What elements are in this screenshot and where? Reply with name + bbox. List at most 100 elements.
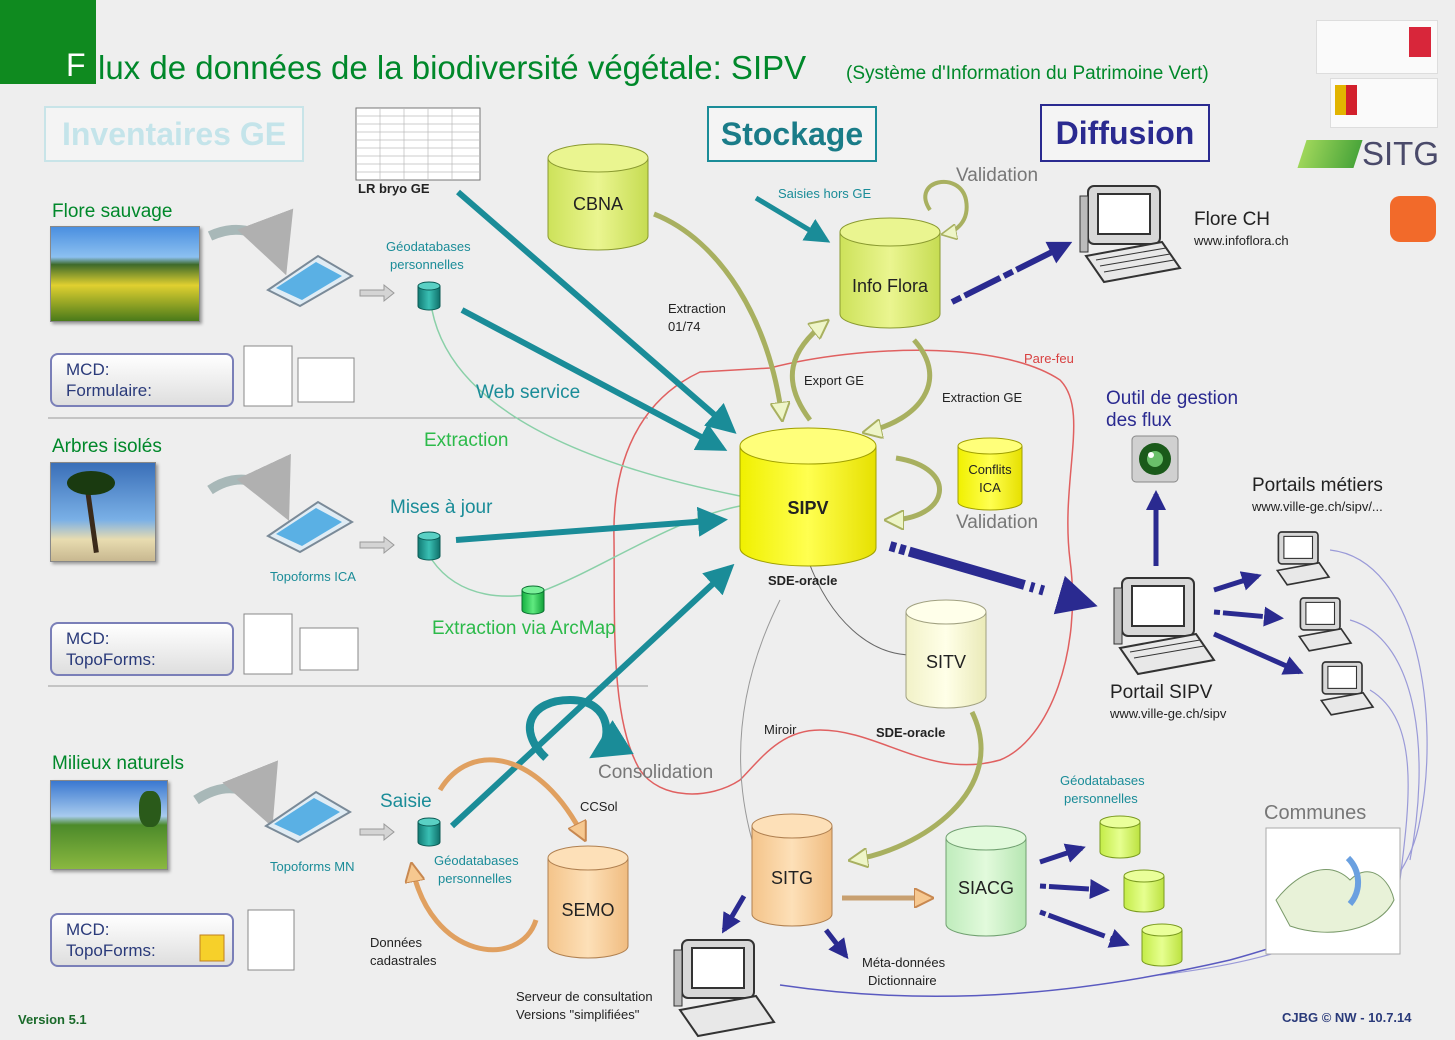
flore-ch-label: Flore CH bbox=[1194, 209, 1271, 230]
arrow-portail-metier-1 bbox=[1213, 571, 1262, 593]
extraction-0174-line1: Extraction bbox=[668, 301, 726, 316]
validation-mid-label: Validation bbox=[956, 512, 1039, 533]
cylinder-infoflora bbox=[839, 217, 941, 329]
section-flore-sauvage: Flore sauvage bbox=[52, 201, 173, 222]
small-green-cylinders bbox=[1099, 815, 1183, 967]
computer-icon-portail-sipv bbox=[1113, 577, 1216, 676]
arrow-mises-a-jour bbox=[455, 506, 728, 543]
header-stockage: Stockage bbox=[707, 106, 877, 162]
arrow-sitv-sitg bbox=[852, 710, 984, 860]
portal-communes-link-3 bbox=[1369, 689, 1409, 881]
photo-flore-sauvage bbox=[50, 226, 200, 322]
flore-ch-url: www.infoflora.ch bbox=[1194, 233, 1289, 248]
conflits-label-2: ICA bbox=[979, 480, 1001, 495]
mises-a-jour-label: Mises à jour bbox=[390, 497, 493, 518]
siacg-label: SIACG bbox=[958, 878, 1014, 898]
arrow-donnees-cadastrales bbox=[412, 866, 539, 953]
outil-line1: Outil de gestion bbox=[1106, 388, 1239, 409]
cylinder-siacg bbox=[945, 825, 1027, 937]
geodb3-line2: personnelles bbox=[1064, 791, 1138, 806]
sipv-label: SIPV bbox=[787, 498, 828, 518]
infoflora-label: Info Flora bbox=[852, 276, 929, 296]
arrow-lrbryo-sipv bbox=[456, 189, 737, 434]
title-corner-block bbox=[0, 0, 96, 84]
consolidation-loop bbox=[525, 695, 634, 761]
arrow-siacg-db2 bbox=[1039, 879, 1110, 900]
title-initial: F bbox=[66, 47, 86, 83]
conflits-label-1: Conflits bbox=[968, 462, 1012, 477]
arrow-cbna-sipv bbox=[653, 211, 782, 418]
meta-donnees-line1: Méta-données bbox=[862, 955, 946, 970]
arrow-saisie-sipv bbox=[449, 563, 735, 829]
outil-line2: des flux bbox=[1106, 410, 1172, 431]
section-milieux-naturels: Milieux naturels bbox=[52, 753, 184, 774]
saisies-hors-ge-label: Saisies hors GE bbox=[778, 186, 872, 201]
credit-label: CJBG © NW - 10.7.14 bbox=[1282, 1010, 1412, 1025]
computer-icons-portails-metiers bbox=[1275, 531, 1375, 716]
miroir-label: Miroir bbox=[764, 722, 797, 737]
sitv-label: SITV bbox=[926, 652, 966, 672]
mcd-topoforms-ica: MCD: TopoForms: bbox=[50, 622, 234, 676]
ville-geneve-logo bbox=[1316, 20, 1438, 74]
sitg-label: SITG bbox=[771, 868, 813, 888]
cylinder-semo bbox=[547, 845, 629, 959]
ccsol-label: CCSol bbox=[580, 799, 618, 814]
saisie-label: Saisie bbox=[380, 791, 432, 812]
mcd-thumbnails bbox=[199, 345, 359, 971]
grey-arrows bbox=[359, 283, 395, 842]
export-ge-label: Export GE bbox=[804, 373, 864, 388]
geodb3-line1: Géodatabases bbox=[1060, 773, 1145, 788]
sde-oracle-2-label: SDE-oracle bbox=[876, 725, 946, 740]
curved-grey-arrows bbox=[193, 208, 294, 828]
header-diffusion: Diffusion bbox=[1040, 104, 1210, 162]
validation-top-label: Validation bbox=[956, 165, 1039, 186]
version-label: Version 5.1 bbox=[18, 1012, 87, 1027]
acg-logo bbox=[1390, 196, 1436, 242]
consolidation-label: Consolidation bbox=[598, 762, 714, 783]
arrow-ccsol bbox=[437, 757, 584, 838]
geodb1-line1: Géodatabases bbox=[386, 239, 471, 254]
computer-icon-serveur bbox=[673, 939, 776, 1038]
cylinder-sipv bbox=[739, 427, 877, 567]
donnees-cadastrales-line1: Données bbox=[370, 935, 423, 950]
serveur-line1: Serveur de consultation bbox=[516, 989, 653, 1004]
mcd-topoforms-mn-line2: TopoForms: bbox=[66, 941, 156, 961]
portails-metiers-label: Portails métiers bbox=[1252, 475, 1383, 496]
topoforms-ica-label: Topoforms ICA bbox=[270, 569, 356, 584]
meta-donnees-line2: Dictionnaire bbox=[868, 973, 937, 988]
serveur-line2: Versions "simplifiées" bbox=[516, 1007, 640, 1022]
photo-milieux-naturels bbox=[50, 780, 168, 870]
cylinder-sitv bbox=[905, 599, 987, 709]
page-subtitle: (Système d'Information du Patrimoine Ver… bbox=[846, 63, 1209, 84]
arrow-validation-loop bbox=[888, 455, 942, 520]
extraction-ge-label: Extraction GE bbox=[942, 390, 1023, 405]
semo-label: SEMO bbox=[561, 900, 614, 920]
cylinder-cbna bbox=[547, 143, 649, 251]
extraction-0174-line2: 01/74 bbox=[668, 319, 701, 334]
mcd-topoforms-mn-line1: MCD: bbox=[66, 920, 110, 939]
arrow-sitg-meta bbox=[824, 928, 849, 960]
sitg-logo: SITG bbox=[1362, 135, 1440, 172]
sde-oracle-1-label: SDE-oracle bbox=[768, 573, 838, 588]
page-title: lux de données de la biodiversité végéta… bbox=[98, 49, 807, 86]
sipv-sitv-link bbox=[807, 559, 913, 656]
firewall-boundary bbox=[613, 349, 1075, 795]
donnees-cadastrales-line2: cadastrales bbox=[370, 953, 437, 968]
cylinder-conflits-ica bbox=[957, 437, 1023, 511]
topoforms-mn-label: Topoforms MN bbox=[270, 859, 355, 874]
arrow-sitg-serveur bbox=[721, 894, 747, 934]
lr-bryo-label: LR bryo GE bbox=[358, 181, 430, 196]
web-service-link bbox=[431, 309, 741, 497]
section-arbres-isoles: Arbres isolés bbox=[52, 436, 162, 457]
arrow-infoflora-validation bbox=[923, 180, 969, 234]
arrow-extraction-ge bbox=[866, 338, 933, 432]
communes-map bbox=[1265, 827, 1401, 955]
extraction-arcmap-label: Extraction via ArcMap bbox=[432, 618, 616, 639]
lr-bryo-spreadsheet bbox=[355, 107, 481, 181]
mcd-topoforms-ica-line1: MCD: bbox=[66, 629, 110, 648]
arrow-export-ge bbox=[789, 322, 826, 422]
mcd-topoforms-ica-line2: TopoForms: bbox=[66, 650, 156, 670]
arrow-infoflora-florech bbox=[950, 241, 1073, 305]
